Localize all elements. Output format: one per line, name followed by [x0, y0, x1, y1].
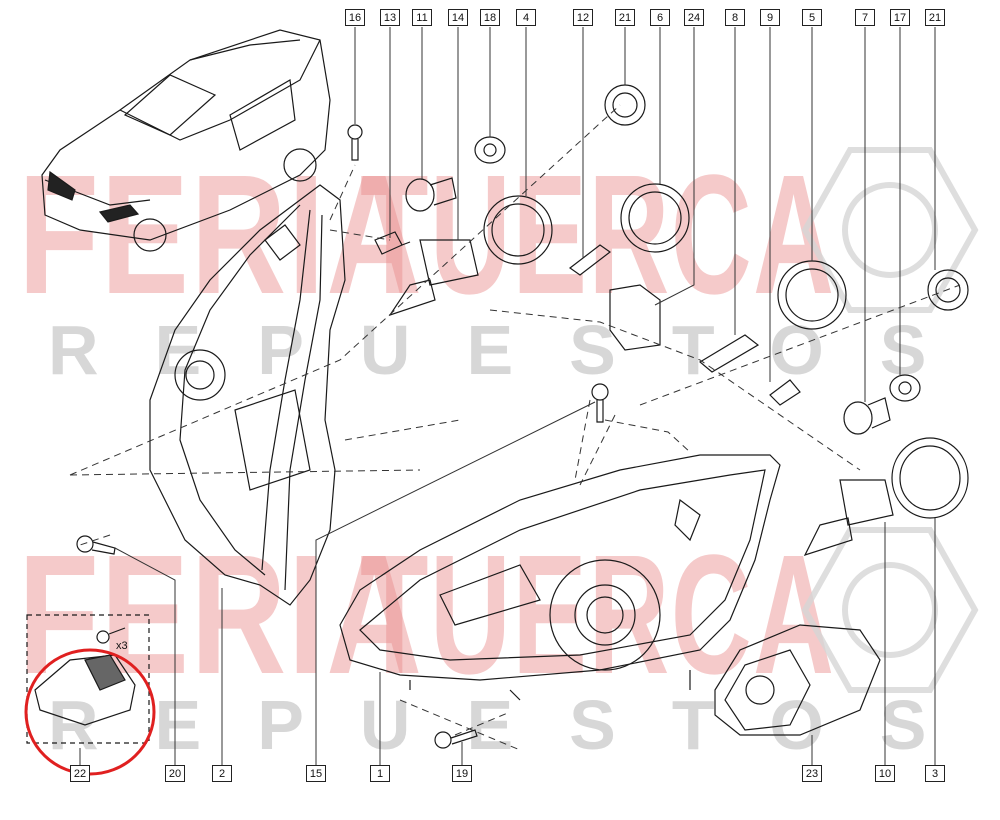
callout-14: 14: [448, 9, 468, 26]
bulb-8-icon: [698, 334, 760, 373]
bulb-11-icon: [405, 177, 457, 212]
clip-24-icon: [609, 284, 661, 351]
bulb-12-icon: [568, 244, 612, 276]
callout-17: 17: [890, 9, 910, 26]
ballast-23-icon: [714, 624, 881, 736]
watermark-subtitle-bottom: REPUESTOS: [48, 686, 983, 764]
callout-4: 4: [516, 9, 536, 26]
watermark-brand-top-a: FERIA: [18, 140, 424, 330]
cover-cap-5-icon: [777, 260, 847, 330]
callout-24: 24: [684, 9, 704, 26]
socket-21-left-icon: [604, 84, 646, 126]
bulb-xenon-14-icon: [388, 239, 479, 317]
watermark-brand-top-b: TUERCA: [360, 140, 836, 330]
bulb-13-icon: [374, 231, 411, 255]
cover-cap-6-icon: [620, 183, 690, 253]
callout-6: 6: [650, 9, 670, 26]
socket-17-icon: [889, 374, 921, 402]
quantity-label: x3: [116, 640, 128, 652]
cover-cap-4-icon: [483, 195, 553, 265]
headlamp-assembly-icon: [339, 454, 781, 701]
callout-21-left: 21: [615, 9, 635, 26]
callout-23: 23: [802, 765, 822, 782]
callout-21-right: 21: [925, 9, 945, 26]
highlight-circle: [24, 648, 156, 776]
callout-18: 18: [480, 9, 500, 26]
callout-13: 13: [380, 9, 400, 26]
bulb-xenon-10-icon: [803, 479, 894, 557]
callout-7: 7: [855, 9, 875, 26]
callout-2: 2: [212, 765, 232, 782]
callout-19: 19: [452, 765, 472, 782]
callout-1: 1: [370, 765, 390, 782]
callout-20: 20: [165, 765, 185, 782]
rear-housing-icon: [149, 184, 346, 606]
ballast-cover-22-icon: [26, 614, 150, 744]
callout-3: 3: [925, 765, 945, 782]
screw-16-icon: [347, 124, 363, 161]
callout-8: 8: [725, 9, 745, 26]
callout-22: 22: [70, 765, 90, 782]
bulb-7-icon: [843, 397, 891, 435]
callout-5: 5: [802, 9, 822, 26]
screw-19-icon: [434, 729, 478, 749]
callout-15: 15: [306, 765, 326, 782]
car-icon: [41, 29, 331, 252]
screw-15-icon: [591, 383, 609, 423]
callout-16: 16: [345, 9, 365, 26]
callout-12: 12: [573, 9, 593, 26]
screw-20-icon: [76, 535, 116, 555]
callout-11: 11: [412, 9, 432, 26]
callout-10: 10: [875, 765, 895, 782]
watermark-subtitle-top: REPUESTOS: [48, 311, 983, 389]
bulb-9-icon: [769, 379, 801, 406]
socket-18-icon: [474, 136, 506, 164]
cover-cap-3-icon: [891, 437, 969, 519]
socket-21-right-icon: [927, 269, 969, 311]
callout-9: 9: [760, 9, 780, 26]
